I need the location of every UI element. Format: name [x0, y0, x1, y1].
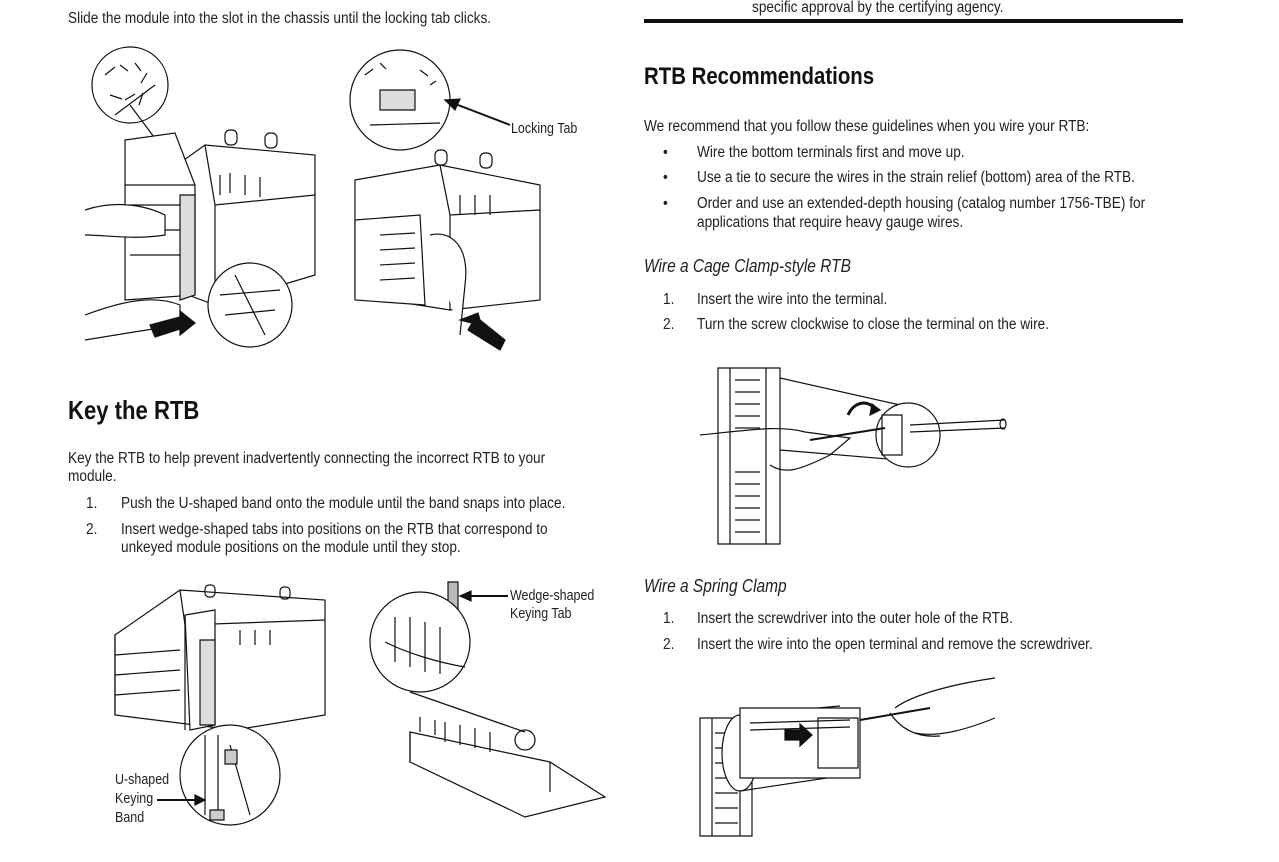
- cage-step-number: 1.: [663, 291, 675, 308]
- bullet-text-continued: applications that require heavy gauge wi…: [697, 214, 964, 231]
- bullet-icon: •: [663, 195, 668, 212]
- key-step-number: 2.: [86, 521, 98, 538]
- locking-tab-label: Locking Tab: [511, 121, 578, 137]
- wedge-label: Wedge-shaped: [510, 588, 595, 604]
- spring-step-number: 1.: [663, 610, 675, 627]
- key-rtb-heading: Key the RTB: [68, 395, 200, 425]
- bullet-text: Wire the bottom terminals first and move…: [697, 144, 965, 161]
- ushaped-label: Keying: [115, 791, 154, 807]
- locking-tab-illustration: [350, 45, 550, 355]
- key-step-text: Push the U-shaped band onto the module u…: [121, 495, 566, 512]
- cage-clamp-heading: Wire a Cage Clamp-style RTB: [644, 256, 851, 276]
- spring-clamp-heading: Wire a Spring Clamp: [644, 576, 787, 596]
- bullet-icon: •: [663, 144, 668, 161]
- section-rule: [644, 19, 1183, 23]
- cage-step-text: Insert the wire into the terminal.: [697, 291, 888, 308]
- spring-step-text: Insert the wire into the open terminal a…: [697, 636, 1093, 653]
- rtb-recommendations-heading: RTB Recommendations: [644, 63, 875, 90]
- wedge-label: Keying Tab: [510, 606, 572, 622]
- rtb-intro: We recommend that you follow these guide…: [644, 118, 1090, 135]
- terminal-grid: [735, 380, 760, 532]
- key-step-text: Insert wedge-shaped tabs into positions …: [121, 521, 548, 538]
- key-paragraph-line2: module.: [68, 468, 117, 485]
- ushaped-label: Band: [115, 810, 145, 826]
- bullet-text: Use a tie to secure the wires in the str…: [697, 169, 1135, 186]
- certifying-agency-fragment: specific approval by the certifying agen…: [752, 0, 1004, 16]
- spring-clamp-illustration: [700, 678, 1000, 838]
- slide-instruction: Slide the module into the slot in the ch…: [68, 10, 492, 27]
- cage-step-number: 2.: [663, 316, 675, 333]
- key-step-number: 1.: [86, 495, 98, 512]
- slide-module-illustration: [85, 45, 335, 355]
- spring-step-number: 2.: [663, 636, 675, 653]
- u-shaped-band-illustration: [110, 585, 335, 830]
- ushaped-label: U-shaped: [115, 772, 170, 788]
- cage-clamp-illustration: [700, 360, 1010, 550]
- key-paragraph-line1: Key the RTB to help prevent inadvertentl…: [68, 450, 546, 467]
- bullet-text: Order and use an extended-depth housing …: [697, 195, 1146, 212]
- bullet-icon: •: [663, 169, 668, 186]
- wedge-tab-illustration: [365, 582, 610, 827]
- cage-step-text: Turn the screw clockwise to close the te…: [697, 316, 1050, 333]
- key-step-text-continued: unkeyed module positions on the module u…: [121, 539, 461, 556]
- spring-step-text: Insert the screwdriver into the outer ho…: [697, 610, 1013, 627]
